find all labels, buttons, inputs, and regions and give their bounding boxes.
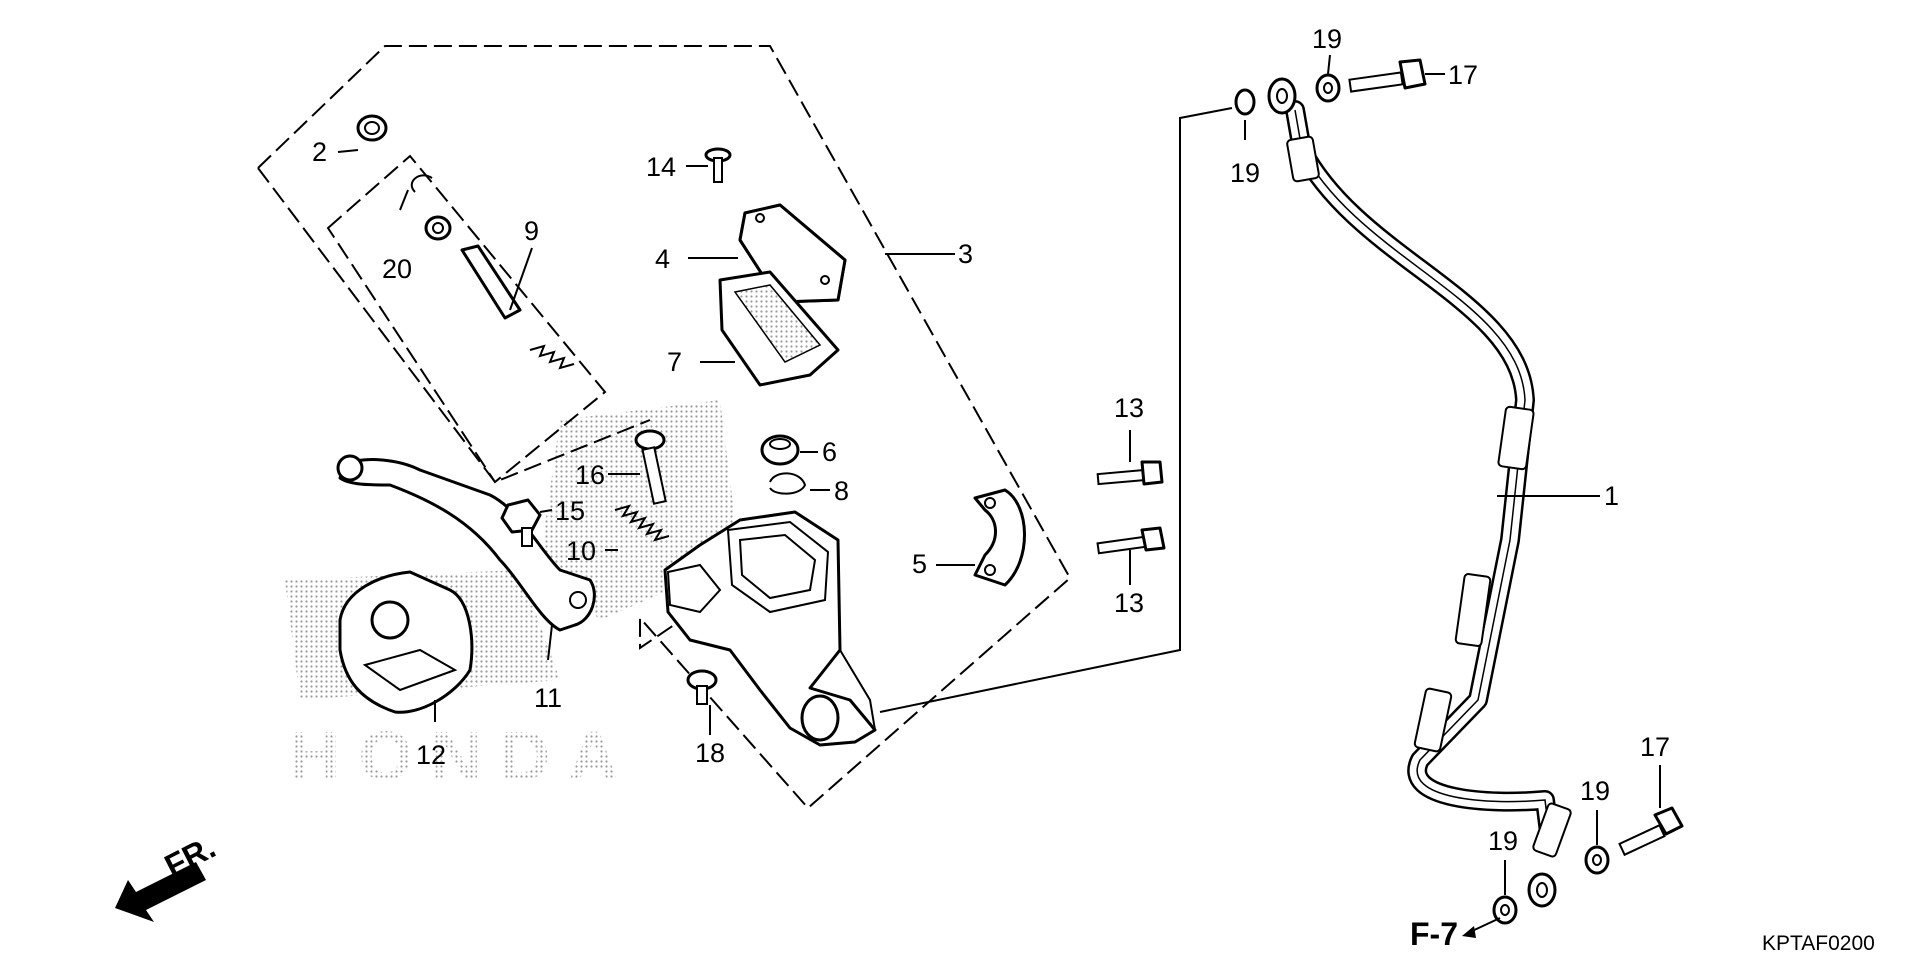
assembly-bracket-line xyxy=(879,107,1233,713)
callout-14: 14 xyxy=(646,152,676,182)
callout-19-top: 19 xyxy=(1312,24,1342,54)
master-cylinder-holder xyxy=(973,488,1026,587)
callout-19-left: 19 xyxy=(1230,158,1260,188)
diaphragm xyxy=(718,270,840,387)
reference-arrow-icon xyxy=(1462,926,1476,938)
callout-5: 5 xyxy=(912,549,927,579)
sealing-washers xyxy=(1234,73,1610,925)
boot-and-circlip xyxy=(760,434,807,495)
cap-screw xyxy=(704,147,732,183)
brake-lever xyxy=(336,454,596,632)
callout-13-upper: 13 xyxy=(1114,393,1144,423)
master-cylinder-body xyxy=(663,510,877,747)
callout-1: 1 xyxy=(1604,481,1619,511)
reference-f7: F-7 xyxy=(1410,916,1501,952)
callout-11: 11 xyxy=(534,683,562,713)
callout-10: 10 xyxy=(566,536,596,566)
clamp-bolts xyxy=(1096,460,1166,555)
diagram-code: KPTAF0200 xyxy=(1762,932,1875,955)
callout-labels: 1 2 3 4 5 6 7 8 9 10 11 12 13 13 14 15 1… xyxy=(312,24,1670,856)
assembly-outlines xyxy=(257,45,1072,810)
banjo-bolts xyxy=(1348,58,1684,857)
arrow-icon xyxy=(115,862,206,922)
callout-8: 8 xyxy=(834,476,849,506)
callout-7: 7 xyxy=(667,347,682,377)
callout-18: 18 xyxy=(695,738,725,768)
reference-label: F-7 xyxy=(1410,916,1458,952)
lever-cover xyxy=(338,570,474,714)
piston-set xyxy=(356,114,575,370)
callout-17-lower: 17 xyxy=(1640,732,1670,762)
leader-lines xyxy=(337,54,1661,895)
bleeder xyxy=(686,669,718,705)
callout-13-lower: 13 xyxy=(1114,588,1144,618)
callout-20: 20 xyxy=(382,254,412,284)
pivot-nut xyxy=(500,498,542,547)
front-direction-arrow: FR. xyxy=(115,829,221,922)
honda-watermark: HONDA xyxy=(290,717,637,795)
callout-17-upper: 17 xyxy=(1448,60,1478,90)
callout-9: 9 xyxy=(524,216,539,246)
callout-15: 15 xyxy=(555,496,585,526)
callout-3: 3 xyxy=(958,239,973,269)
callout-16: 16 xyxy=(575,460,605,490)
callout-19-right: 19 xyxy=(1580,776,1610,806)
callout-4: 4 xyxy=(655,244,670,274)
callout-6: 6 xyxy=(822,437,837,467)
return-spring xyxy=(614,504,670,542)
pivot-bolt xyxy=(634,429,667,505)
brake-hose xyxy=(1267,77,1572,908)
callout-19-bottom: 19 xyxy=(1488,826,1518,856)
callout-12: 12 xyxy=(416,740,446,770)
callout-2: 2 xyxy=(312,137,327,167)
